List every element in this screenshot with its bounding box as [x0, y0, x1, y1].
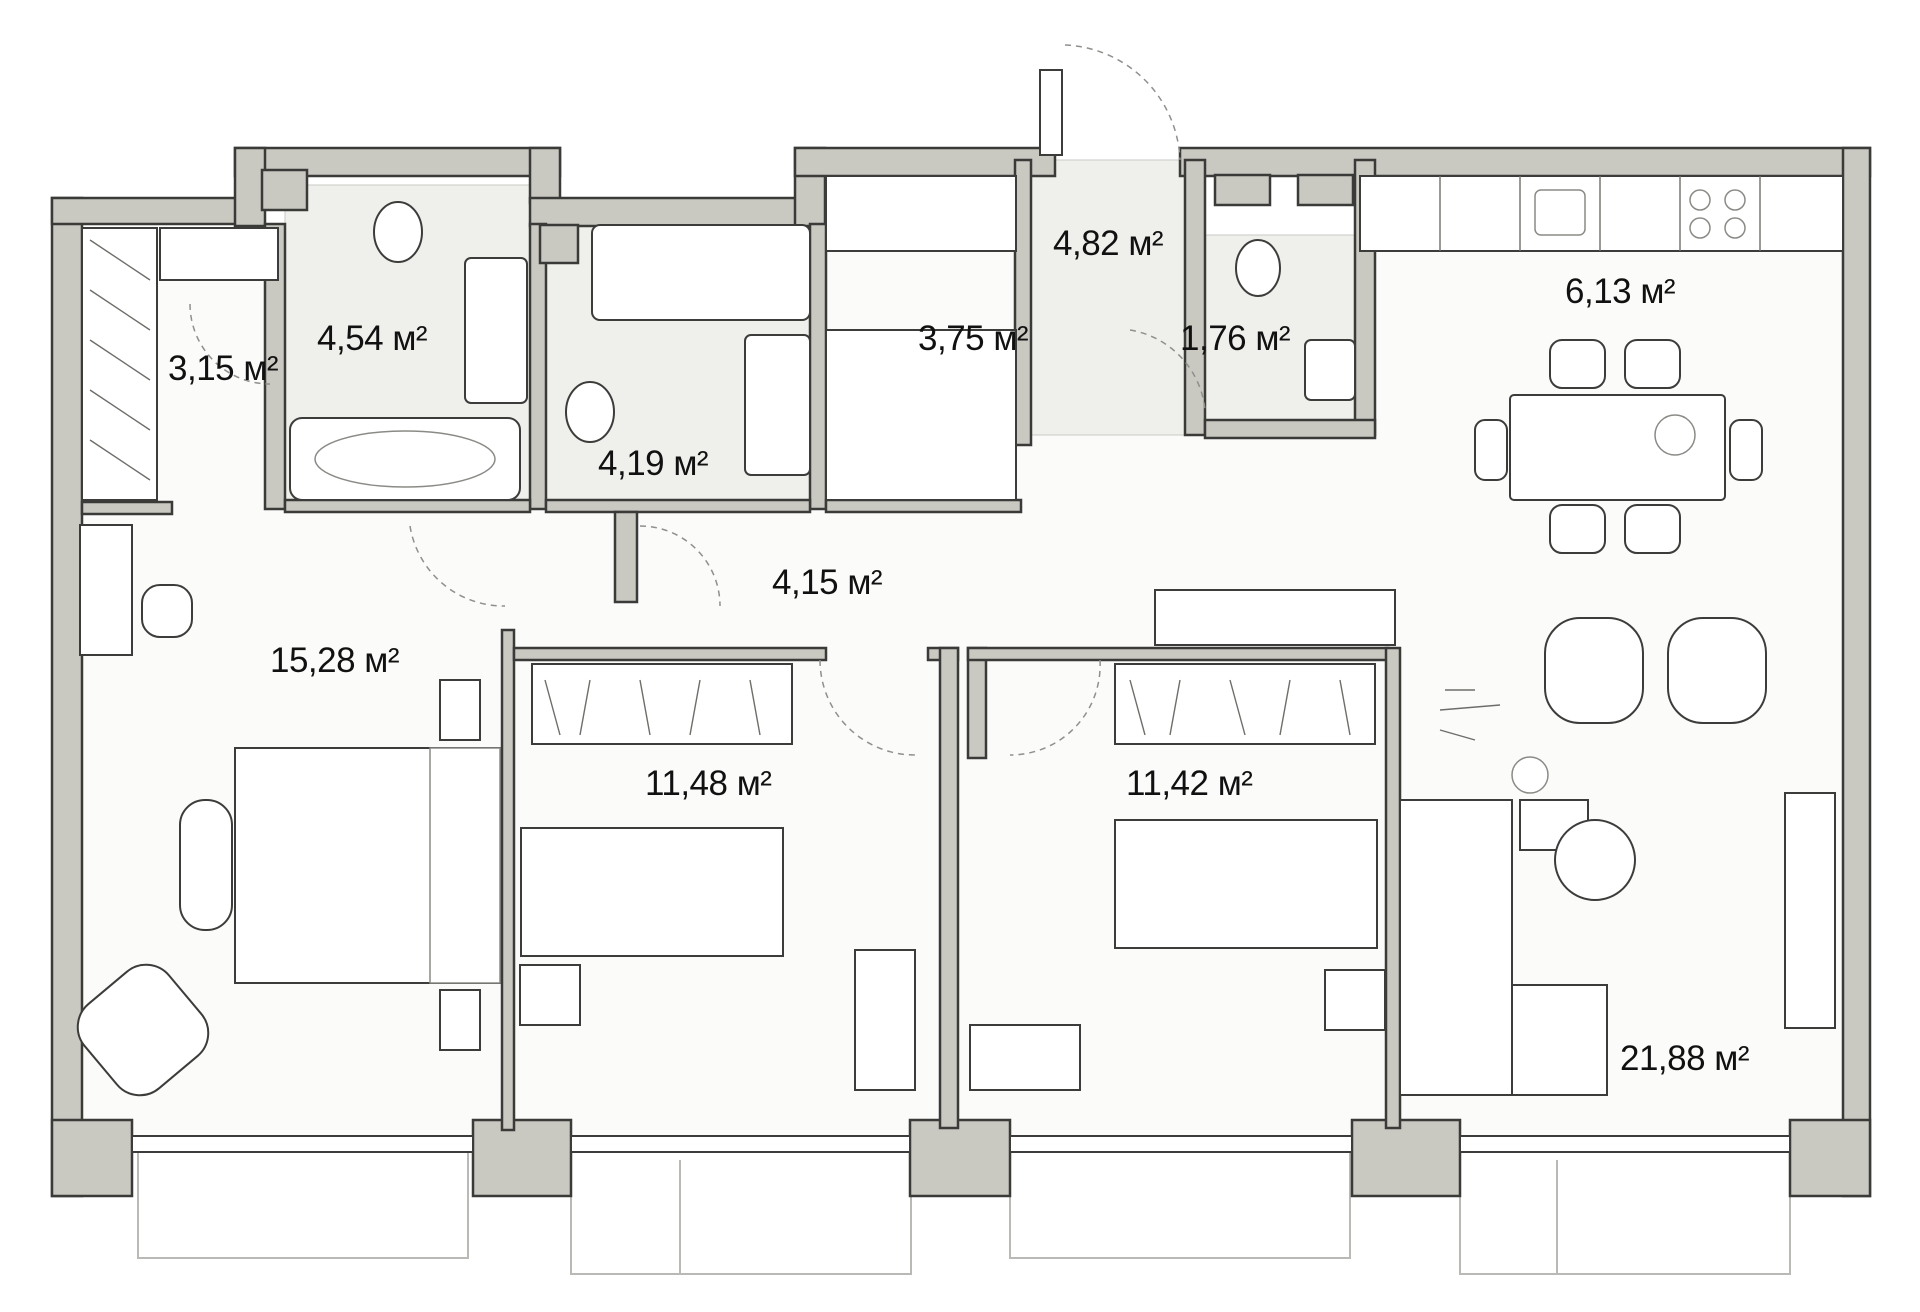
area-label-bathroom-2: 4,19 м² — [598, 444, 708, 483]
area-label-bedroom-3: 11,42 м² — [1126, 764, 1252, 803]
area-label-kitchen: 6,13 м² — [1565, 272, 1675, 311]
wardrobes — [81, 175, 1396, 745]
kitchen — [1359, 175, 1844, 554]
area-label-bathroom-1: 4,54 м² — [317, 319, 427, 358]
area-label-corridor: 4,15 м² — [772, 563, 882, 602]
area-label-wardrobe-left: 3,15 м² — [168, 349, 278, 388]
area-label-living-room: 21,88 м² — [1620, 1039, 1749, 1078]
bedroom-furniture — [76, 524, 1386, 1097]
area-label-wardrobe-center: 3,75 м² — [918, 319, 1028, 358]
area-label-toilet: 1,76 м² — [1180, 319, 1290, 358]
room-labels: 3,15 м² 4,54 м² 4,19 м² 3,75 м² 4,82 м² … — [168, 224, 1750, 1078]
windows — [131, 69, 1791, 1153]
living-room-furniture — [1399, 617, 1836, 1096]
area-label-master-bedroom: 15,28 м² — [270, 641, 399, 680]
doors — [189, 44, 1206, 756]
bathroom-fixtures — [289, 201, 1356, 501]
area-label-bedroom-2: 11,48 м² — [645, 764, 771, 803]
area-label-entrance-hall: 4,82 м² — [1053, 224, 1163, 263]
